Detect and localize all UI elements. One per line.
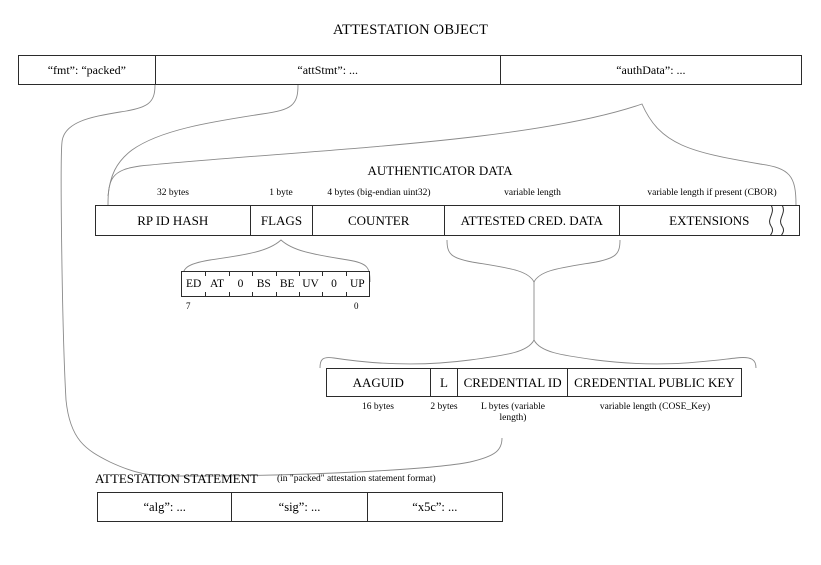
size-attested-cred-data: variable length xyxy=(504,188,561,198)
attested-credential-data-row: AAGUID L CREDENTIAL ID CREDENTIAL PUBLIC… xyxy=(326,368,742,397)
authenticator-data-title: AUTHENTICATOR DATA xyxy=(367,163,513,178)
flag-bit-uv[interactable]: UV xyxy=(298,272,322,296)
field-aaguid[interactable]: AAGUID xyxy=(327,369,431,396)
field-credential-id[interactable]: CREDENTIAL ID xyxy=(458,369,568,396)
size-counter: 4 bytes (big-endian uint32) xyxy=(327,188,431,198)
flag-bit-bs[interactable]: BS xyxy=(252,272,275,296)
size-extensions: variable length if present (CBOR) xyxy=(647,188,777,198)
flag-bit-up[interactable]: UP xyxy=(345,272,369,296)
flag-bit-be[interactable]: BE xyxy=(275,272,299,296)
flag-bit-rfu1[interactable]: 0 xyxy=(322,272,345,296)
flag-bit-rfu2[interactable]: 0 xyxy=(228,272,252,296)
field-l[interactable]: L xyxy=(431,369,459,396)
size-aaguid: 16 bytes xyxy=(362,402,394,412)
field-attested-cred-data[interactable]: ATTESTED CRED. DATA xyxy=(445,206,620,235)
authenticator-data-row: RP ID HASH FLAGS COUNTER ATTESTED CRED. … xyxy=(95,205,800,236)
field-attstmt[interactable]: “attStmt”: ... xyxy=(156,56,501,84)
field-authdata[interactable]: “authData”: ... xyxy=(616,62,686,77)
page-title: ATTESTATION OBJECT xyxy=(332,22,489,38)
size-l: 2 bytes xyxy=(430,402,458,412)
attestation-statement-row: “alg”: ... “sig”: ... “x5c”: ... xyxy=(97,492,503,522)
attestation-statement-note: (in "packed" attestation statement forma… xyxy=(277,474,436,484)
field-rp-id-hash[interactable]: RP ID HASH xyxy=(96,206,251,235)
flag-bit-at[interactable]: AT xyxy=(205,272,228,296)
flag-bit-ed[interactable]: ED xyxy=(186,278,202,290)
field-sig[interactable]: “sig”: ... xyxy=(232,493,368,521)
attestation-object-row: “fmt”: “packed” “attStmt”: ... “authData… xyxy=(18,55,802,85)
flags-bit-row: ED AT 0 BS BE UV 0 UP xyxy=(181,271,370,297)
field-counter[interactable]: COUNTER xyxy=(313,206,446,235)
field-fmt[interactable]: “fmt”: “packed” xyxy=(19,56,156,84)
field-extensions[interactable]: EXTENSIONS xyxy=(669,212,750,228)
field-alg[interactable]: “alg”: ... xyxy=(98,493,233,521)
flags-low-bit-index: 0 xyxy=(354,301,359,311)
size-credential-id: L bytes (variable length) xyxy=(480,402,545,423)
flags-high-bit-index: 7 xyxy=(186,301,191,311)
field-credential-public-key[interactable]: CREDENTIAL PUBLIC KEY xyxy=(574,374,735,390)
field-x5c[interactable]: “x5c”: ... xyxy=(412,499,458,514)
size-rp-id-hash: 32 bytes xyxy=(157,188,189,198)
size-credential-public-key: variable length (COSE_Key) xyxy=(599,402,711,412)
size-flags: 1 byte xyxy=(269,188,293,198)
attestation-statement-title: ATTESTATION STATEMENT xyxy=(95,471,258,486)
field-flags[interactable]: FLAGS xyxy=(251,206,314,235)
